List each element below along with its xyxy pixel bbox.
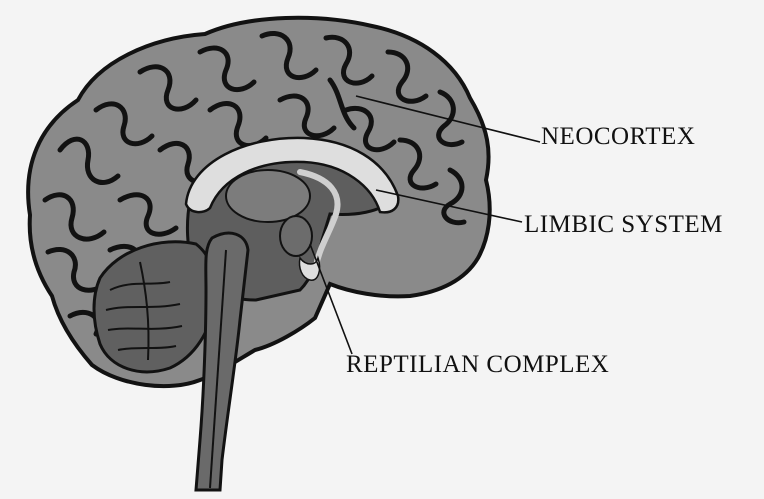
thalamus bbox=[226, 170, 310, 222]
neocortex-label: NEOCORTEX bbox=[541, 124, 695, 149]
hypothalamus bbox=[280, 216, 312, 256]
reptilian-complex-label: REPTILIAN COMPLEX bbox=[346, 352, 609, 377]
limbic-system-label: LIMBIC SYSTEM bbox=[524, 212, 723, 237]
